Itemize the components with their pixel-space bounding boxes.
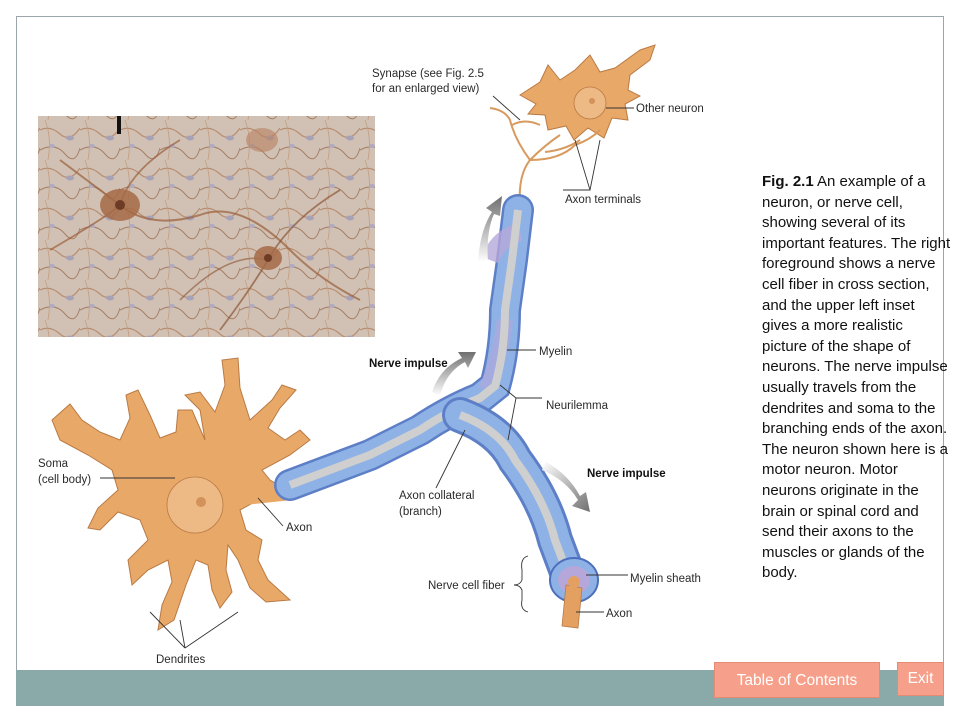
upper-impulse-arrow xyxy=(478,196,502,262)
caption-label: Fig. 2.1 xyxy=(762,173,814,190)
table-of-contents-button[interactable]: Table of Contents xyxy=(714,662,880,698)
nerve-cell-fiber-label: Nerve cell fiber xyxy=(428,580,505,592)
caption-text: An example of a neuron, or nerve cell, s… xyxy=(762,173,951,582)
lower-impulse-arrow xyxy=(542,462,590,512)
axon-collateral-label-line2: (branch) xyxy=(399,506,442,518)
axon-terminals xyxy=(489,107,601,206)
axon-label-bottom: Axon xyxy=(606,608,632,620)
synapse-label-line2: for an enlarged view) xyxy=(372,83,480,95)
soma-cell xyxy=(51,357,311,632)
nerve-impulse-label-lower: Nerve impulse xyxy=(587,468,666,480)
leader-lines xyxy=(100,95,634,649)
synapse-label-line1: Synapse (see Fig. 2.5 xyxy=(372,68,484,80)
myelin-label: Myelin xyxy=(539,346,572,358)
axon-terminals-label: Axon terminals xyxy=(565,194,641,206)
myelin-sheath-label: Myelin sheath xyxy=(630,573,701,585)
middle-impulse-arrow xyxy=(432,352,476,396)
axon-label-left: Axon xyxy=(286,522,312,534)
figure-caption: Fig. 2.1 An example of a neuron, or nerv… xyxy=(762,172,952,584)
other-neuron xyxy=(519,44,656,141)
exit-button[interactable]: Exit xyxy=(897,662,944,696)
neurilemma-label: Neurilemma xyxy=(546,400,609,412)
other-neuron-label: Other neuron xyxy=(636,103,704,115)
dendrites-label: Dendrites xyxy=(156,654,205,666)
micrograph-inset xyxy=(38,116,375,337)
nerve-impulse-label-upper: Nerve impulse xyxy=(369,358,448,370)
soma-label-line2: (cell body) xyxy=(38,474,91,486)
myelinated-axon xyxy=(274,194,599,629)
axon-collateral-label-line1: Axon collateral xyxy=(399,490,474,502)
soma-label-line1: Soma xyxy=(38,458,69,470)
